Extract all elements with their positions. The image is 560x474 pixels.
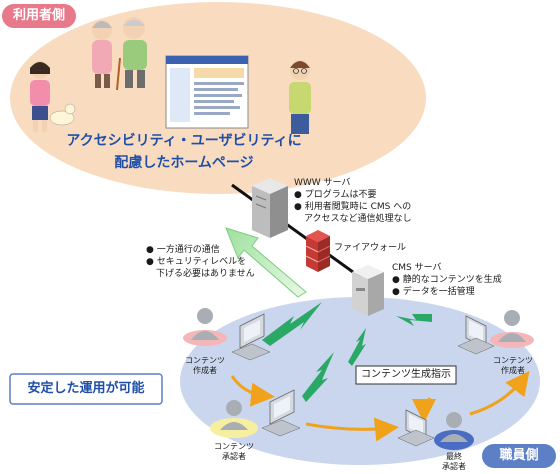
creator-left-label-line-1: コンテンツ — [185, 356, 225, 365]
computer-right — [457, 315, 495, 355]
stable-operation-box — [9, 373, 163, 405]
cms-server-icon — [352, 265, 384, 316]
workflow-arrows — [230, 370, 530, 442]
computer-final — [397, 409, 435, 447]
homepage-title-line-2: 配慮したホームページ — [114, 155, 254, 171]
creator-left-label-line-2: 作成者 — [193, 366, 217, 375]
creator-right-person — [490, 310, 534, 348]
cms-server-note-2: ● データを一括管理 — [392, 287, 475, 297]
final-approver-label: 最終 承認者 — [430, 452, 478, 472]
one-way-note-1: ● 一方通行の通信 — [146, 245, 220, 255]
approver-label-line-1: コンテンツ — [214, 442, 254, 451]
cms-server-name: CMS サーバ — [392, 263, 442, 273]
young-user-illustration — [289, 60, 311, 134]
staff-side-badge: 職員側 — [482, 444, 556, 468]
creator-left-label: コンテンツ 作成者 — [182, 356, 228, 376]
www-server-note-3: アクセスなど通信処理なし — [304, 214, 412, 224]
computer-left — [231, 313, 271, 361]
final-approver-person — [434, 412, 474, 450]
homepage-screenshot — [165, 55, 249, 129]
creator-left-person — [183, 308, 227, 346]
firewall-icon — [305, 230, 331, 272]
creator-right-label: コンテンツ 作成者 — [490, 356, 536, 376]
creator-right-label-line-1: コンテンツ — [493, 356, 533, 365]
generate-instruction-box — [355, 365, 457, 385]
www-server-label: WWW サーバ ● プログラムは不要 ● 利用者閲覧時に CMS への アクセス… — [294, 177, 412, 225]
final-approver-label-line-1: 最終 — [446, 452, 462, 461]
www-server-note-2: ● 利用者閲覧時に CMS への — [294, 202, 412, 212]
elderly-couple-illustration — [92, 17, 147, 91]
www-server-note-1: ● プログラムは不要 — [294, 190, 377, 200]
stable-operation-label: 安定した運用が可能 — [27, 381, 145, 396]
cms-server-note-1: ● 静的なコンテンツを生成 — [392, 275, 502, 285]
approver-label-line-2: 承認者 — [222, 452, 246, 461]
approver-label: コンテンツ 承認者 — [210, 442, 258, 462]
creator-right-label-line-2: 作成者 — [501, 366, 525, 375]
homepage-title-line-1: アクセシビリティ・ユーザビリティに — [66, 133, 302, 149]
www-server-icon — [252, 178, 288, 238]
communication-bolts — [262, 302, 432, 402]
one-way-notes: ● 一方通行の通信 ● セキュリティレベルを 下げる必要はありません — [146, 244, 255, 280]
approver-person — [210, 400, 258, 438]
one-way-note-3: 下げる必要はありません — [156, 269, 255, 279]
www-server-name: WWW サーバ — [294, 178, 351, 188]
computer-approver — [261, 389, 301, 437]
final-approver-label-line-2: 承認者 — [442, 462, 466, 471]
user-side-badge: 利用者側 — [2, 4, 76, 28]
homepage-title: アクセシビリティ・ユーザビリティに 配慮したホームページ — [66, 130, 302, 174]
visually-impaired-user-illustration — [30, 61, 76, 132]
one-way-arrow — [225, 227, 307, 298]
one-way-note-2: ● セキュリティレベルを — [146, 257, 247, 267]
generate-instruction-label: コンテンツ生成指示 — [361, 369, 451, 380]
cms-server-label: CMS サーバ ● 静的なコンテンツを生成 ● データを一括管理 — [392, 262, 502, 298]
firewall-label: ファイアウォール — [334, 243, 407, 253]
